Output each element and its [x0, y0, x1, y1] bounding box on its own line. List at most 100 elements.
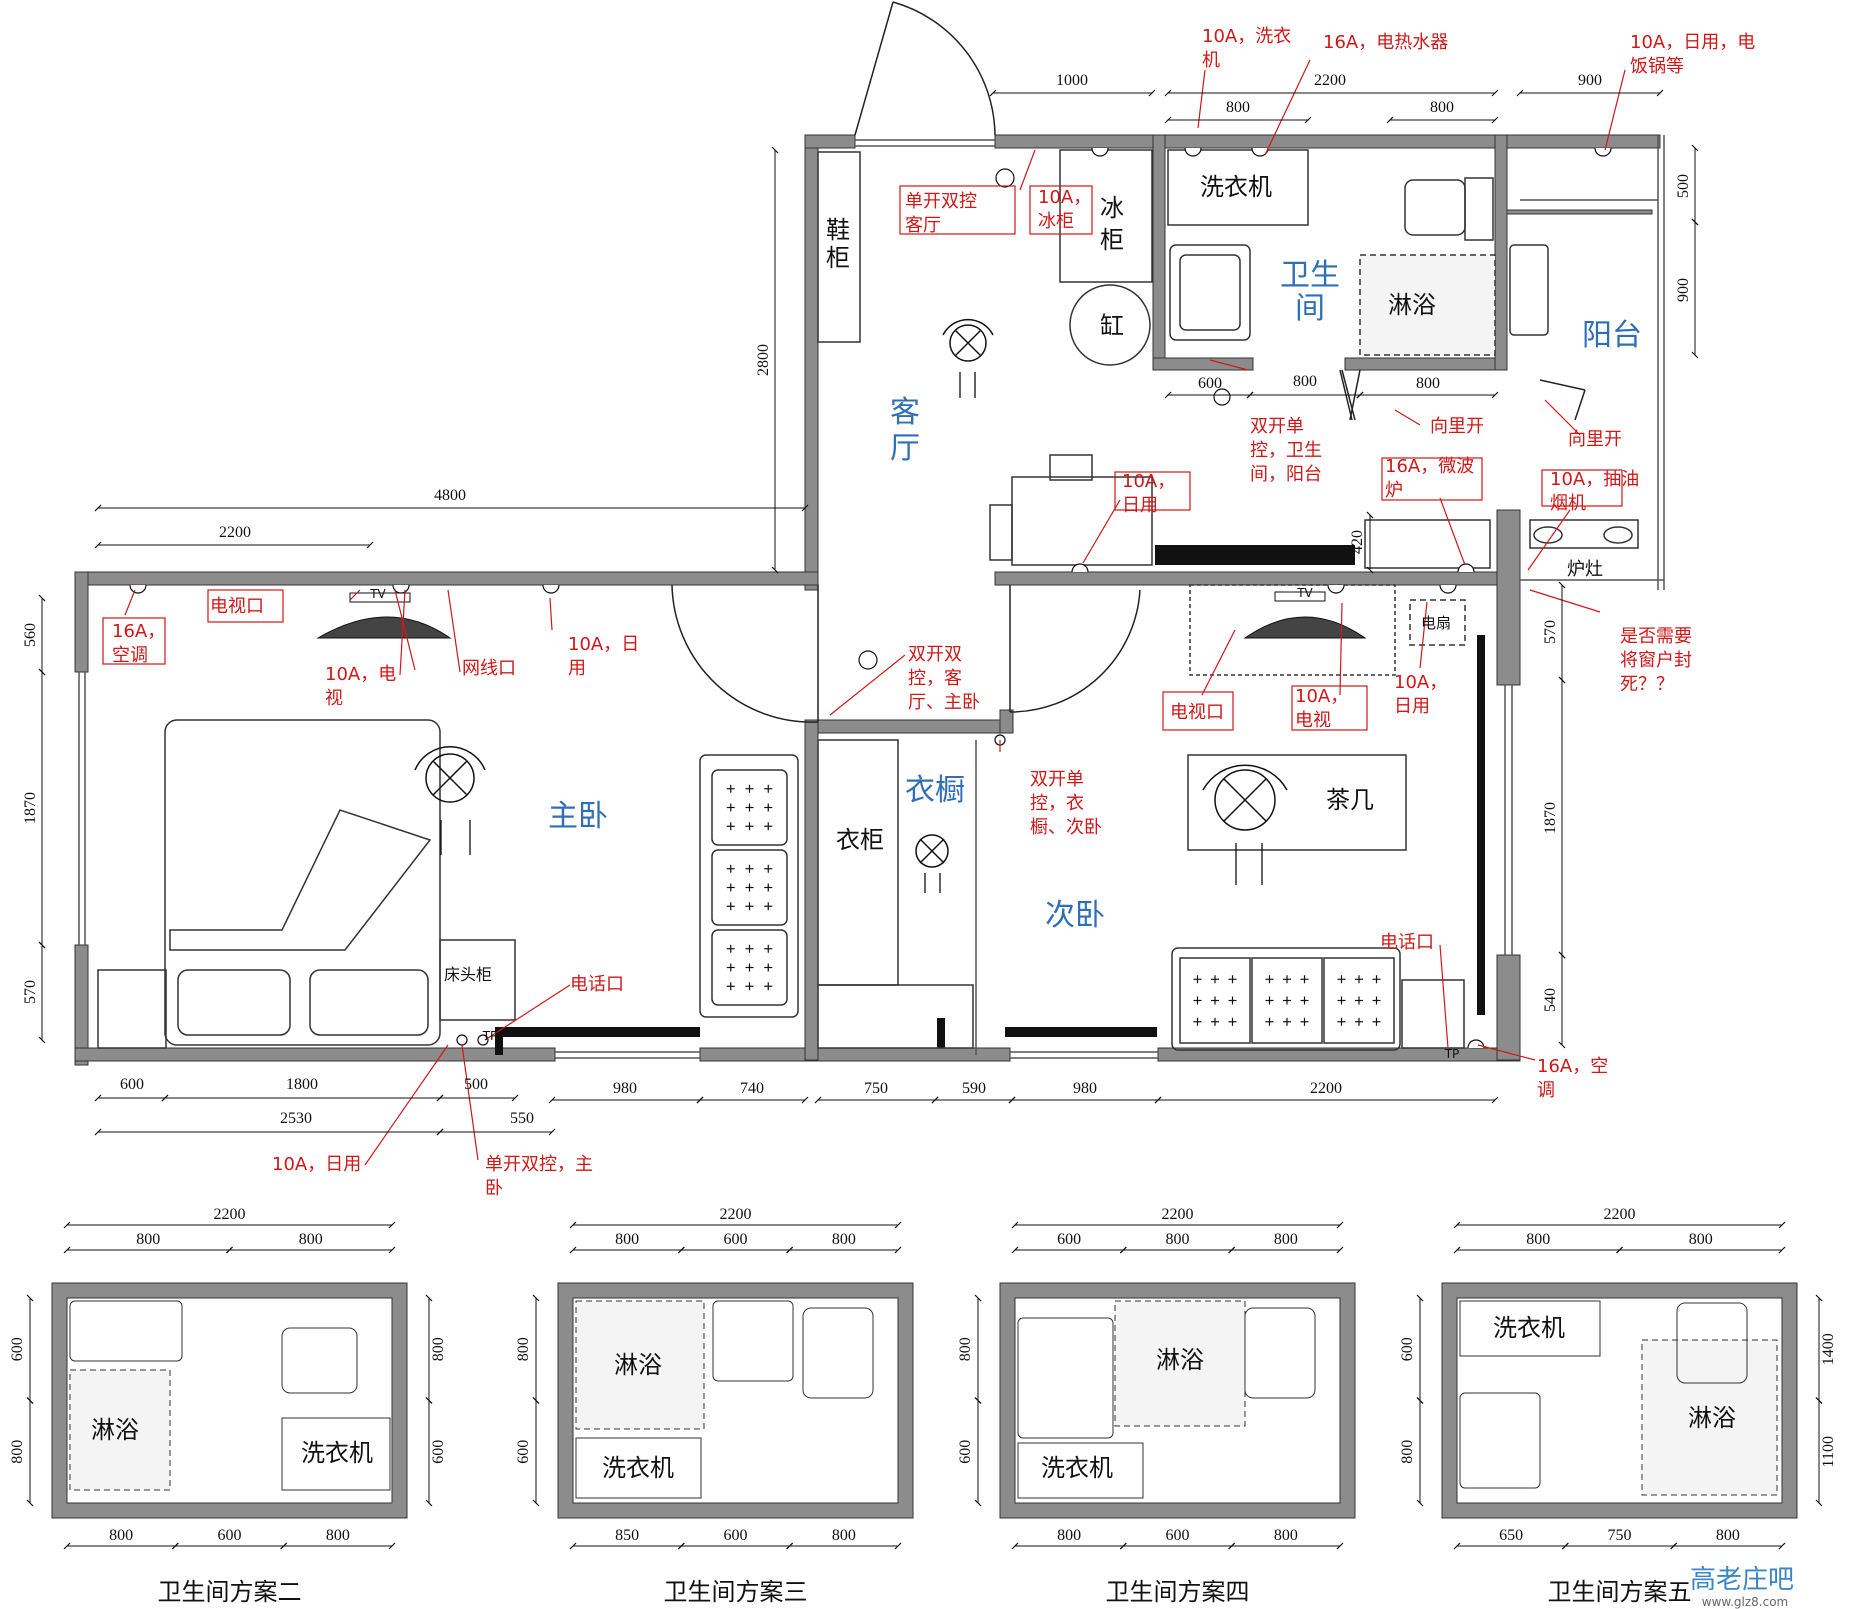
annotation-note: 10A，日用 — [1394, 672, 1447, 717]
option-dim-top: 600 — [724, 1231, 748, 1248]
option-dim-top: 600 — [1057, 1231, 1081, 1248]
option-dim-top: 800 — [1166, 1231, 1190, 1248]
annotation-note-line: 卧 — [485, 1178, 503, 1199]
dim-living-2800: 2800 — [755, 344, 772, 376]
annotation-note: 双开双控，客厅、主卧 — [908, 644, 980, 713]
option-dim-bottom: 600 — [724, 1527, 748, 1544]
annotation-note-line: 是否需要 — [1620, 626, 1692, 647]
label-shower: 淋浴 — [1388, 291, 1436, 319]
annotation-note-line: 饭锅等 — [1630, 56, 1684, 77]
watermark-text: 高老庄吧 — [1690, 1565, 1794, 1595]
annotation-note-line: 烟机 — [1550, 493, 1586, 514]
solid-partitions — [495, 545, 1485, 1055]
label-tv-second: TV — [1296, 586, 1313, 600]
annotation-note-line: 日用 — [1394, 696, 1430, 717]
option-dim-left: 600 — [1399, 1337, 1416, 1361]
annotation-note-line: 视 — [325, 688, 343, 709]
option-toilet — [802, 1307, 874, 1399]
option-dim-left: 800 — [957, 1337, 974, 1361]
annotation-note-line: 死？？ — [1620, 674, 1674, 695]
outlets-switches — [129, 147, 1612, 1049]
bath-option-caption: 卫生间方案二 — [158, 1578, 302, 1606]
option-dim-bottom: 800 — [326, 1527, 350, 1544]
annotation-note-line: 间，阳台 — [1250, 464, 1322, 485]
annotation-note-line: 双开双 — [908, 644, 962, 665]
annotation-note: 电视口 — [210, 596, 264, 617]
annotation-note: 10A，电视 — [1295, 686, 1348, 731]
option-washer — [1459, 1300, 1601, 1357]
option-dim-bottom: 800 — [1057, 1527, 1081, 1544]
annotation-note: 电视口 — [1170, 702, 1224, 723]
dim-b1-500: 500 — [464, 1076, 488, 1093]
dim-b1-2200: 2200 — [1310, 1080, 1342, 1097]
label-tp-master: TP — [482, 1029, 498, 1043]
annotation-note: 10A，抽油烟机 — [1550, 469, 1639, 514]
annotation-note-line: 10A，洗衣 — [1202, 26, 1291, 47]
option-fixture-label: 洗衣机 — [301, 1439, 373, 1467]
annotation-note-line: 用 — [568, 658, 586, 679]
annotation-note: 10A，日用，电饭锅等 — [1630, 32, 1755, 77]
annotation-note-line: 橱、次卧 — [1030, 817, 1102, 838]
dim-master-570: 570 — [22, 980, 39, 1004]
annotation-note-line: 向里开 — [1430, 416, 1484, 437]
annotation-note-line: 控，客 — [908, 668, 962, 689]
option-sink — [69, 1300, 183, 1362]
label-freezer-1: 冰 — [1100, 194, 1124, 222]
dim-top-2200: 2200 — [1314, 72, 1346, 89]
dim-top-800a: 800 — [1226, 99, 1250, 116]
annotation-note-line: 10A，电 — [325, 664, 396, 685]
annotation-note-line: 电视口 — [210, 596, 264, 617]
dim-b2-550: 550 — [510, 1110, 534, 1127]
dim-b1-1800: 1800 — [286, 1076, 318, 1093]
annotation-note-line: 双开单 — [1250, 416, 1304, 437]
annotation-note: 向里开 — [1430, 416, 1484, 437]
annotation-note: 是否需要将窗户封死？？ — [1620, 626, 1692, 695]
note-boxes — [102, 185, 1623, 731]
annotation-note-line: 厅、主卧 — [908, 692, 980, 713]
annotation-note: 16A，微波炉 — [1385, 456, 1474, 501]
dim-bath-600: 600 — [1198, 375, 1222, 392]
annotation-note-line: 控，衣 — [1030, 793, 1084, 814]
dim-balcony-500: 500 — [1675, 174, 1692, 198]
dim-second-570: 570 — [1542, 620, 1559, 644]
option-dim-bottom: 850 — [615, 1527, 639, 1544]
annotation-note: 16A，空调 — [112, 621, 165, 666]
annotation-note-line: 炉 — [1385, 480, 1403, 501]
dim-b1-750: 750 — [864, 1080, 888, 1097]
annotation-note-line: 电话口 — [570, 974, 624, 995]
annotation-note-line: 空调 — [112, 645, 148, 666]
option-dim-bottom: 800 — [109, 1527, 133, 1544]
option-shower — [69, 1369, 171, 1491]
annotation-note-line: 冰柜 — [1038, 211, 1074, 232]
room-living-line1: 客 — [890, 395, 920, 430]
ceiling-lights — [414, 318, 1288, 868]
watermark-url: www.glz8.com — [1702, 1595, 1788, 1609]
option-dim-bottom: 750 — [1608, 1527, 1632, 1544]
option-dim-left: 800 — [9, 1440, 26, 1464]
option-dim-bottom: 600 — [1166, 1527, 1190, 1544]
dim-second-540: 540 — [1542, 988, 1559, 1012]
furniture — [97, 149, 1639, 1051]
dim-b2-2530: 2530 — [280, 1110, 312, 1127]
option-fixture-label: 洗衣机 — [602, 1454, 674, 1482]
annotation-note: 10A，电视 — [325, 664, 396, 709]
option-dim-top: 800 — [136, 1231, 160, 1248]
windows — [78, 135, 1665, 1059]
dimension-lines — [38, 89, 1699, 1136]
option-fixture-label: 洗衣机 — [1493, 1314, 1565, 1342]
option-dim-bottom: 800 — [1716, 1527, 1740, 1544]
annotation-note-line: 电视 — [1295, 710, 1331, 731]
annotation-note-line: 调 — [1537, 1080, 1555, 1101]
dim-master-2200: 2200 — [219, 524, 251, 541]
option-washer — [1017, 1442, 1144, 1499]
annotation-note: 16A，电热水器 — [1323, 32, 1448, 53]
dim-top-900: 900 — [1578, 72, 1602, 89]
annotation-note: 10A，日用 — [568, 634, 639, 679]
option-dim-bottom: 600 — [218, 1527, 242, 1544]
bath-option-caption: 卫生间方案五 — [1548, 1578, 1692, 1606]
annotation-note-line: 电视口 — [1170, 702, 1224, 723]
